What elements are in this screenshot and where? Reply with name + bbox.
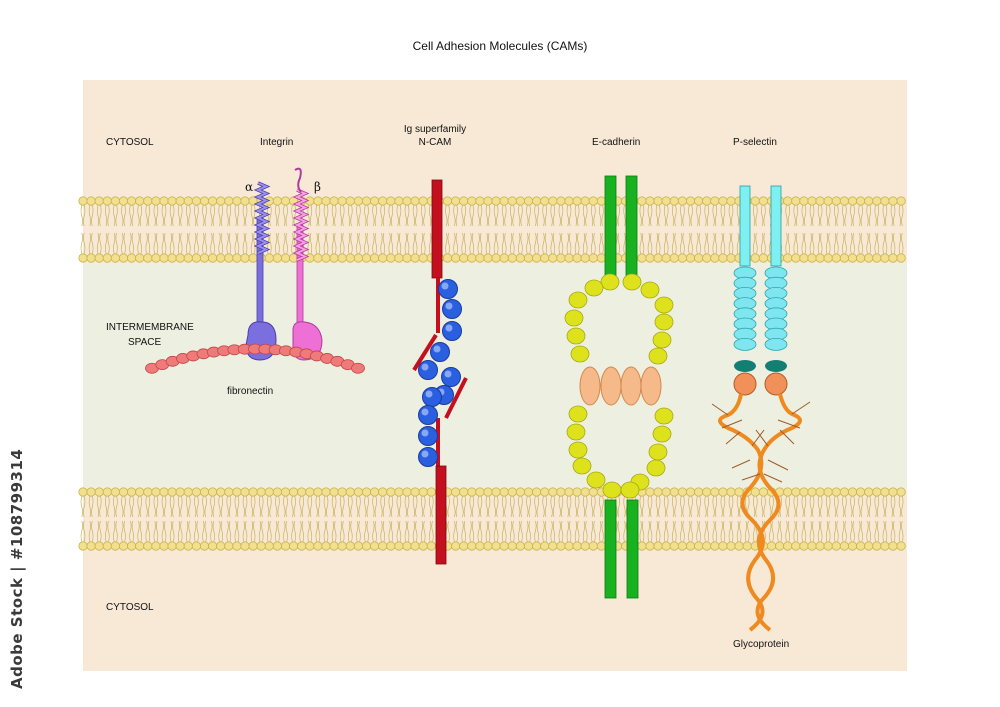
diagram-title: Cell Adhesion Molecules (CAMs): [412, 39, 588, 53]
fibronectin-unit: [351, 362, 365, 374]
stock-watermark: Adobe Stock | #108799314: [2, 448, 34, 700]
cadherin-ec-domain: [654, 313, 674, 331]
ncam-ig-domains: [418, 279, 462, 467]
cadherin-domains: [564, 273, 674, 499]
crp-domain: [733, 337, 757, 351]
cadherin-ec-domain: [586, 471, 606, 489]
p-selectin: [711, 185, 811, 632]
lipid-bilayer: [78, 487, 906, 551]
ig-domain: [418, 360, 438, 380]
e-cadherin-label: E-cadherin: [592, 137, 641, 148]
e-cadherin: [564, 175, 674, 599]
intermembrane-space-label: SPACE: [128, 337, 162, 348]
ig-domain: [442, 299, 462, 319]
cadherin-ec-domain: [646, 459, 666, 477]
cadherin-ec-domain: [652, 331, 672, 349]
integrin: [145, 167, 365, 374]
alpha-label: α: [245, 180, 254, 194]
ig-superfamily-label: Ig superfamily: [403, 124, 467, 135]
beta-label: β: [314, 180, 321, 194]
cytosol-top-label: CYTOSOL: [106, 137, 154, 148]
p-selectin-label: P-selectin: [733, 137, 777, 148]
cadherin-ec-domain: [566, 423, 586, 441]
ig-domain: [418, 447, 438, 467]
fibronectin-label: fibronectin: [227, 386, 274, 397]
cadherin-ec-domain: [568, 405, 588, 423]
ncam: [412, 179, 468, 565]
cadherin-ec-domain: [622, 273, 642, 291]
cadherin-ec-domain: [566, 327, 586, 345]
cadherin-ec-domain: [640, 281, 660, 299]
intermembrane-label: INTERMEMBRANE: [106, 322, 194, 333]
cadherin-ec-domain: [572, 457, 592, 475]
glycoprotein: [711, 393, 811, 632]
ig-domain: [418, 426, 438, 446]
cadherin-ec-domain: [570, 345, 590, 363]
ig-domain: [418, 405, 438, 425]
crp-domain: [764, 337, 788, 351]
ig-domain: [441, 367, 461, 387]
ncam-label: N-CAM: [418, 137, 452, 148]
cadherin-ec-domain: [652, 425, 672, 443]
cadherin-ec-domain: [584, 279, 604, 297]
cadherin-ec-domain: [564, 309, 584, 327]
cadherin-ec-domain: [602, 481, 622, 499]
cadherin-ec-domain: [654, 407, 674, 425]
ig-domain: [430, 342, 450, 362]
ig-domain: [442, 321, 462, 341]
cadherin-center-domains: [579, 366, 662, 406]
ig-domain: [422, 387, 442, 407]
cadherin-ec-domain: [654, 296, 674, 314]
cytosol-bottom-label: CYTOSOL: [106, 602, 154, 613]
watermark-text: Adobe Stock | #108799314: [8, 448, 26, 689]
cadherin-ec-domain: [568, 441, 588, 459]
ig-domain: [438, 279, 458, 299]
selectin-crp-domains: [733, 266, 788, 351]
cadherin-ec-domain: [648, 443, 668, 461]
cadherin-ec-domain: [568, 291, 588, 309]
fibronectin-chain: [145, 343, 365, 374]
glycoprotein-label: Glycoprotein: [733, 639, 790, 650]
cadherin-ec-domain: [600, 273, 620, 291]
cadherin-ec-domain: [620, 481, 640, 499]
cadherin-ec-domain: [648, 347, 668, 365]
integrin-label: Integrin: [260, 137, 294, 148]
